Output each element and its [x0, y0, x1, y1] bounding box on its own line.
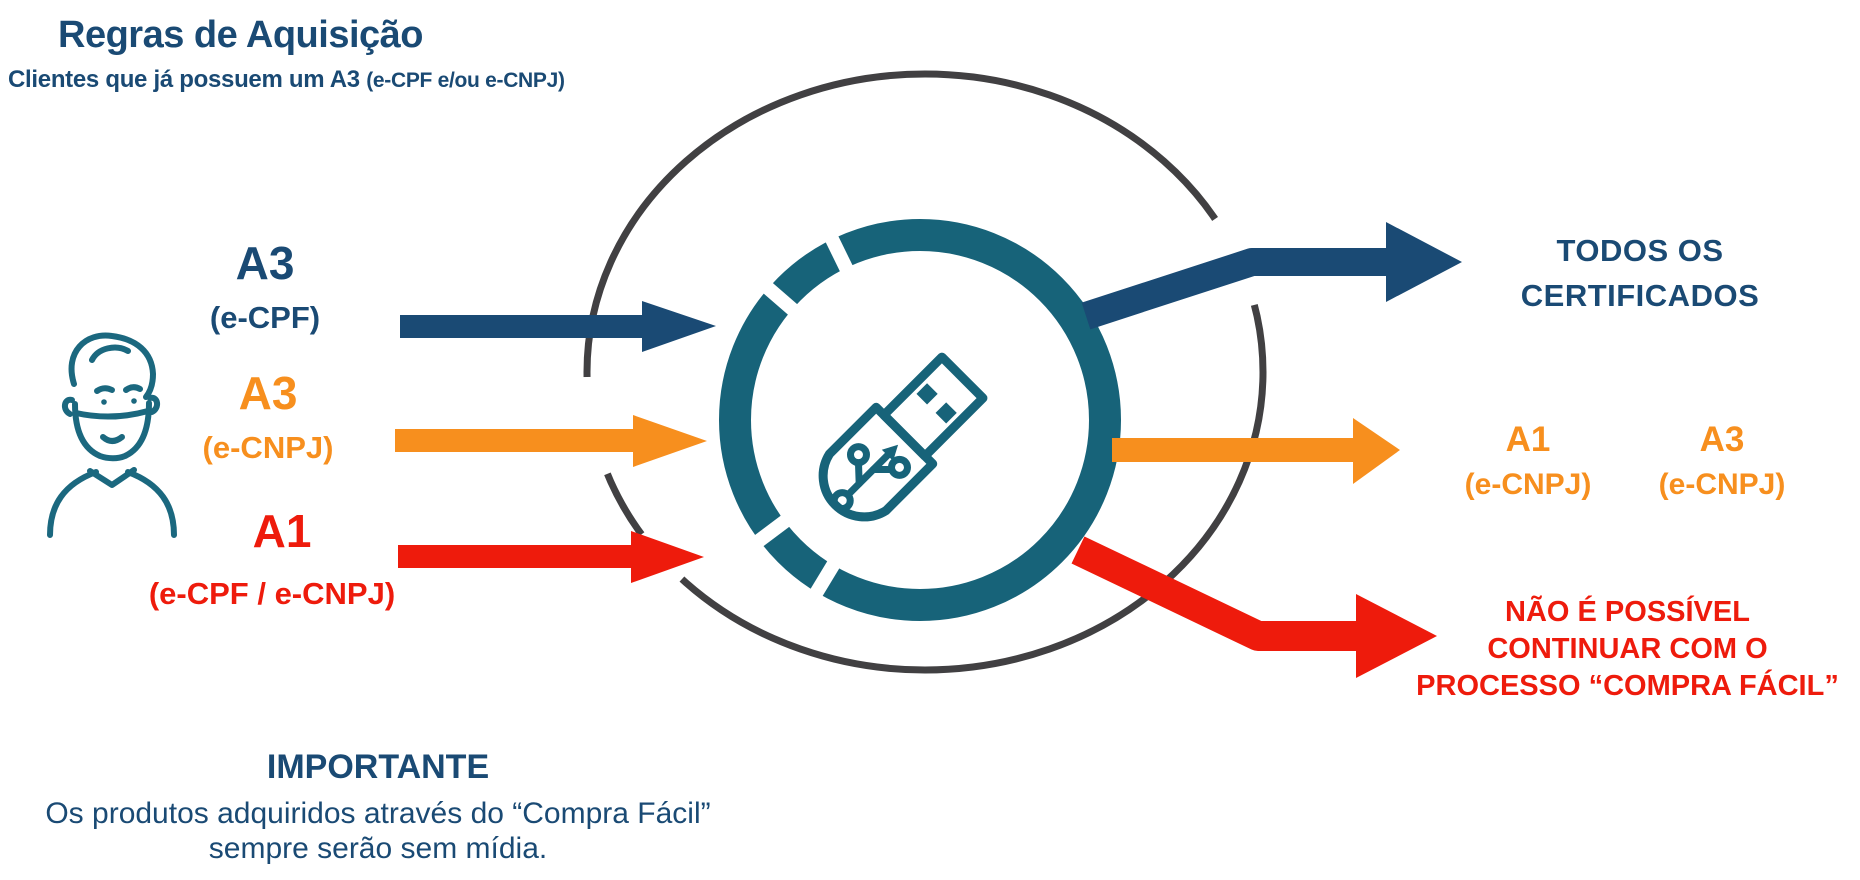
- arrow-left-a1: [398, 531, 704, 583]
- usb-trident-symbol: [830, 443, 911, 513]
- person-icon: [47, 332, 177, 538]
- arrow-right-all-certificates: [1081, 222, 1462, 330]
- outcome-all-certificates-line1: TODOS OS: [1556, 233, 1724, 268]
- label-a3-ecnpj-code: A3: [238, 367, 298, 419]
- label-a3-ecpf-detail: (e-CPF): [209, 300, 321, 335]
- label-a1-detail: (e-CPF / e-CNPJ): [148, 576, 396, 611]
- arrow-right-not-possible: [1071, 536, 1437, 678]
- important-line2: sempre serão sem mídia.: [208, 832, 548, 865]
- outcome-not-possible-line1: NÃO É POSSÍVEL: [1505, 596, 1750, 628]
- important-body: Os produtos adquiridos através do “Compr…: [28, 796, 728, 866]
- outcome-not-possible-line3: PROCESSO “COMPRA FÁCIL”: [1416, 670, 1839, 702]
- subtitle-main: Clientes que já possuem um A3: [8, 66, 360, 93]
- outcome-a1-code: A1: [1505, 420, 1551, 459]
- important-heading: IMPORTANTE: [266, 748, 490, 786]
- outcome-not-possible: NÃO É POSSÍVEL CONTINUAR COM O PROCESSO …: [1405, 594, 1850, 705]
- label-a3-ecpf-code: A3: [235, 237, 295, 289]
- arrow-left-a3-ecnpj: [395, 415, 707, 467]
- teal-ring: [719, 219, 1121, 621]
- arrow-left-a3-ecpf: [400, 301, 716, 352]
- outcome-option-a3-ecnpj: A3 (e-CNPJ): [1632, 420, 1812, 502]
- outcome-all-certificates-line2: CERTIFICADOS: [1520, 278, 1760, 313]
- important-line1: Os produtos adquiridos através do “Compr…: [45, 797, 711, 830]
- page-title: Regras de Aquisição: [58, 14, 424, 56]
- arrow-right-orange: [1112, 418, 1400, 484]
- page-subtitle: Clientes que já possuem um A3 (e-CPF e/o…: [8, 66, 565, 94]
- outcome-a3-detail: (e-CNPJ): [1658, 468, 1786, 501]
- outcome-a1-detail: (e-CNPJ): [1464, 468, 1592, 501]
- subtitle-paren: (e-CPF e/ou e-CNPJ): [366, 69, 565, 92]
- usb-drive-icon: [818, 352, 988, 522]
- label-a1-code: A1: [252, 505, 312, 557]
- outcome-not-possible-line2: CONTINUAR COM O: [1487, 633, 1768, 665]
- outcome-a3-code: A3: [1699, 420, 1745, 459]
- outcome-all-certificates: TODOS OS CERTIFICADOS: [1480, 228, 1800, 318]
- outcome-option-a1-ecnpj: A1 (e-CNPJ): [1438, 420, 1618, 502]
- label-a3-ecnpj-detail: (e-CNPJ): [202, 430, 334, 465]
